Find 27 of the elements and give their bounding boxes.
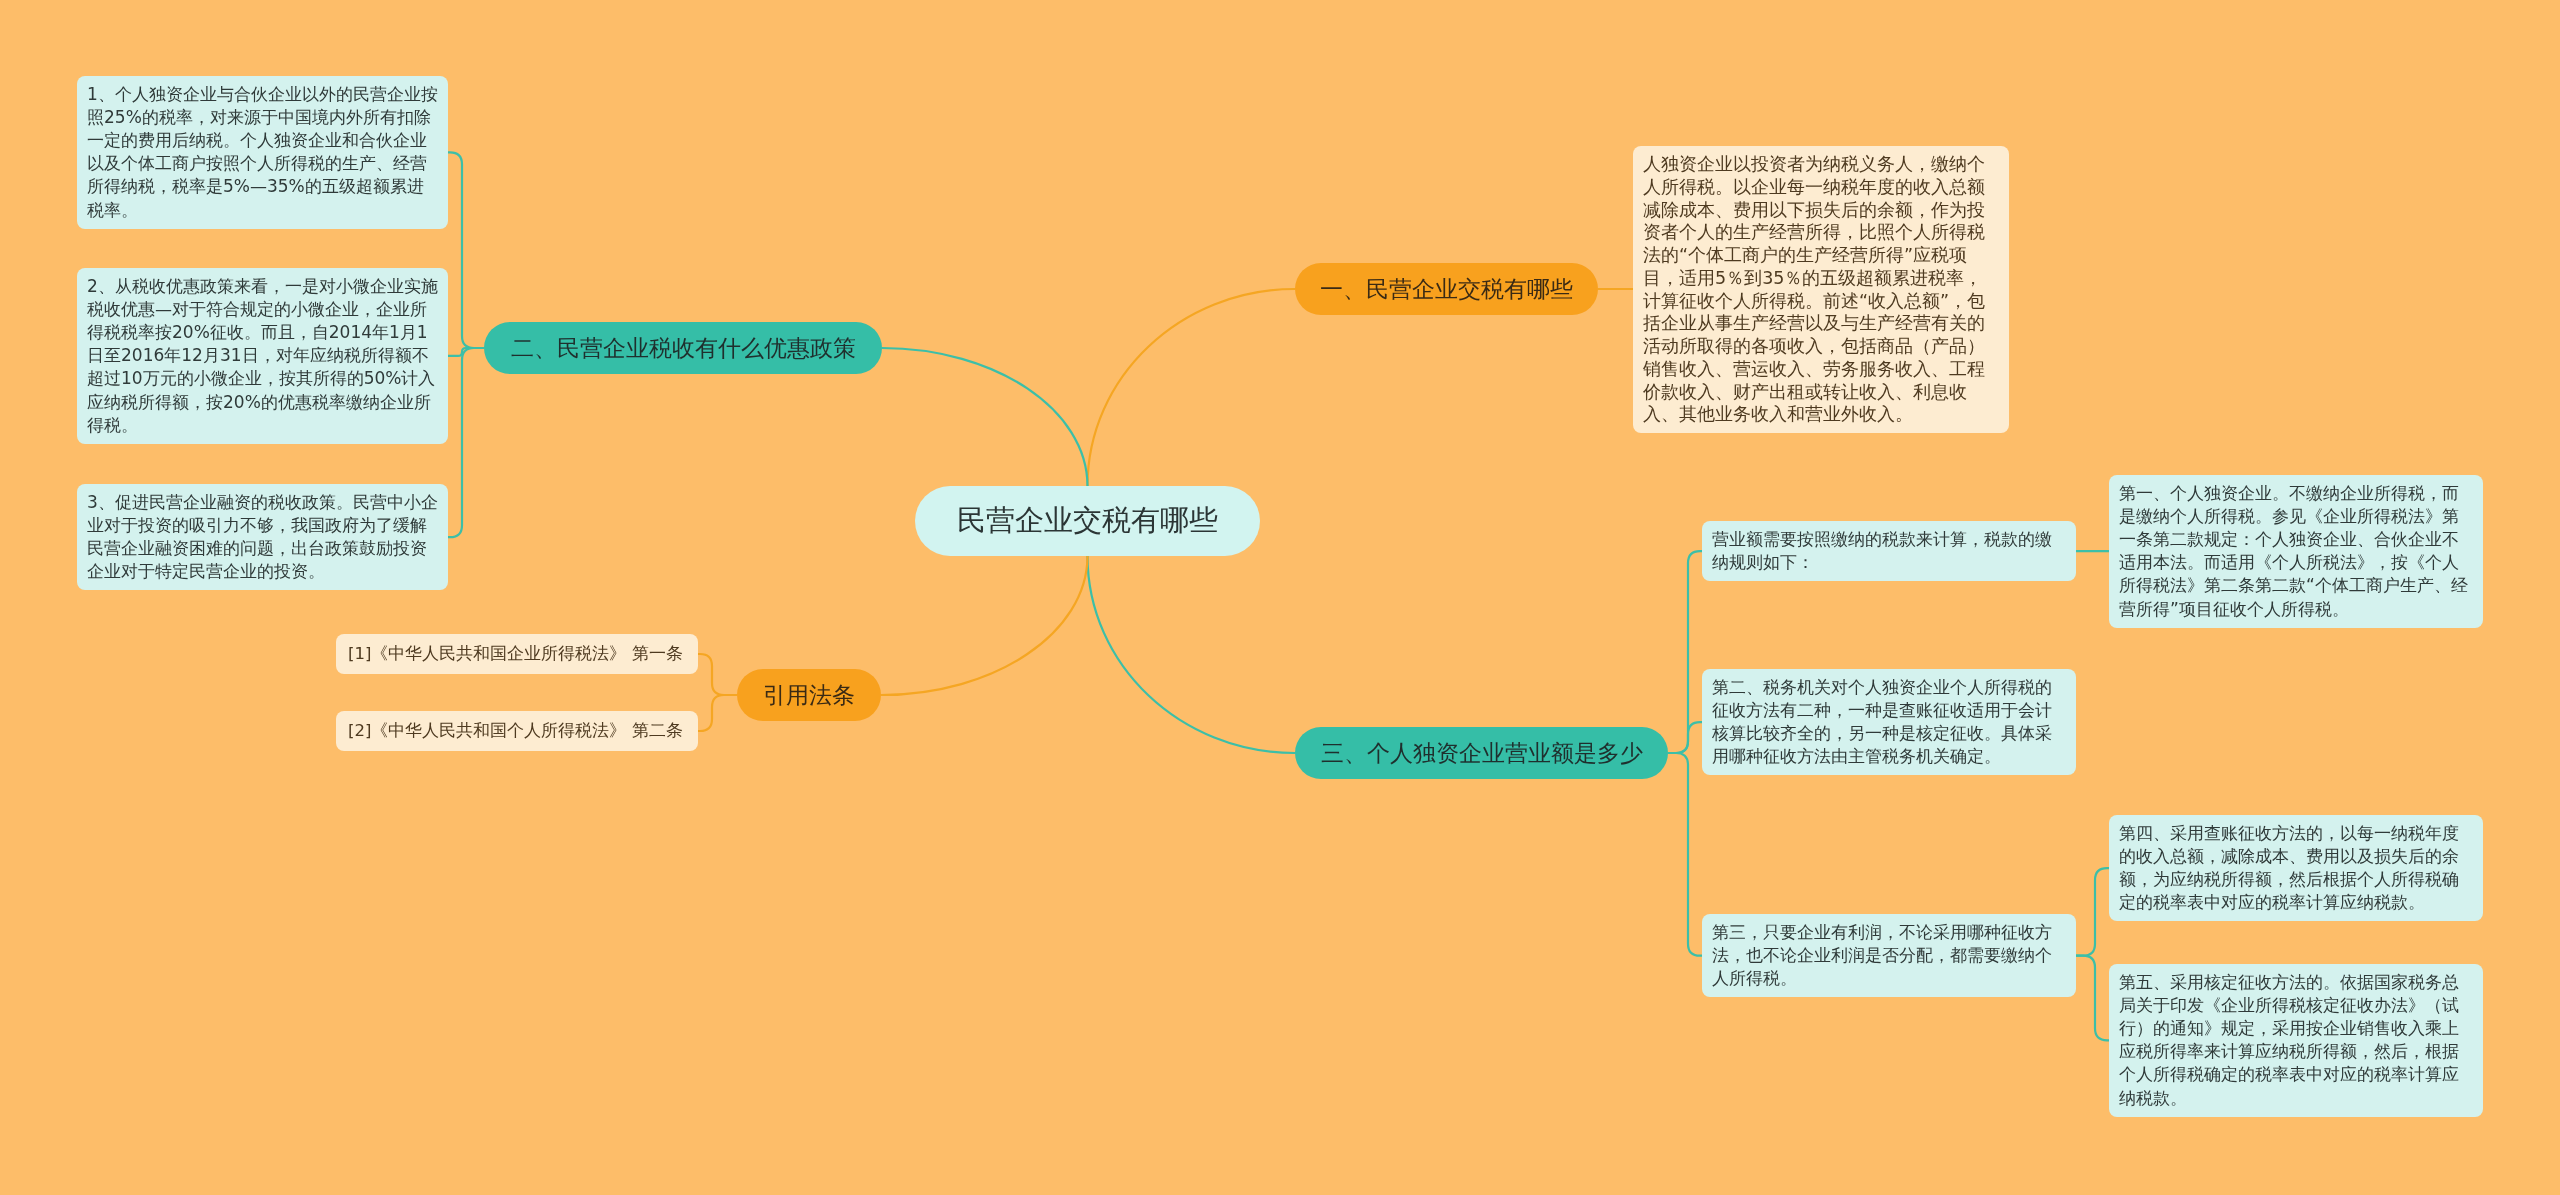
note-card: 2、从税收优惠政策来看，一是对小微企业实施税收优惠—对于符合规定的小微企业，企业所得税税率按20%征收。而且，自2014年1月1日至2016年12月31日，对年应纳税所得额不超过10万元的小微企业，按其所得的50%计入应纳税所得额，按20%的优惠税率缴纳企业所得税。 [77,268,448,444]
note-card: 第二、税务机关对个人独资企业个人所得税的征收方法有二种，一种是查账征收适用于会计核算比较齐全的，另一种是核定征收。具体采用哪种征收方法由主管税务机关确定。 [1702,669,2076,776]
branch-topic: 三、个人独资企业营业额是多少 [1295,727,1668,779]
note-card: 营业额需要按照缴纳的税款来计算，税款的缴纳规则如下： [1702,521,2076,582]
note-card: 1、个人独资企业与合伙企业以外的民营企业按照25%的税率，对来源于中国境内外所有扣除一定的费用后纳税。个人独资企业和合伙企业以及个体工商户按照个人所得税的生产、经营所得纳税，税率是5%—35%的五级超额累进税率。 [77,76,448,229]
connector-line [2076,550,2109,553]
connector-line [881,346,1089,487]
note-card: 第一、个人独资企业。不缴纳企业所得税，而是缴纳个人所得税。参见《企业所得税法》第一条第二款规定：个人独资企业、合伙企业不适用本法。而适用《个人所税法》，按《个人所得税法》第二条第二款“个体工商户生产、经营所得”项目征收个人所得税。 [2109,475,2483,628]
connector-line [2076,954,2109,1042]
citation-card: [2]《中华人民共和国个人所得税法》 第二条 [336,711,698,751]
note-card: 第四、采用查账征收方法的，以每一纳税年度的收入总额，减除成本、费用以及损失后的余额，为应纳税所得额，然后根据个人所得税确定的税率表中对应的税率计算应纳税款。 [2109,815,2483,922]
connector-line [698,693,737,733]
branch-topic: 一、民营企业交税有哪些 [1295,263,1598,315]
note-card: 第五、采用核定征收方法的。依据国家税务总局关于印发《企业所得税核定征收办法》（试行）的通知》规定，采用按企业销售收入乘上应税所得率来计算应纳税所得额，然后，根据个人所得税确定的税率表中对应的税率计算应纳税款。 [2109,964,2483,1117]
note-card: 3、促进民营企业融资的税收政策。民营中小企业对于投资的吸引力不够，我国政府为了缓解民营企业融资困难的问题，出台政策鼓励投资企业对于特定民营企业的投资。 [77,484,448,591]
connector-line [880,555,1089,697]
connector-line [1668,751,1702,957]
connector-line [1086,287,1296,487]
branch-topic: 引用法条 [737,669,881,721]
note-card: 人独资企业以投资者为纳税义务人，缴纳个人所得税。以企业每一纳税年度的收入总额减除成本、费用以下损失后的余额，作为投资者个人的生产经营所得，比照个人所得税法的“个体工商户的生产经营所得”应税项目，适用5％到35％的五级超额累进税率，计算征收个人所得税。前述“收入总额”，包括企业从事生产经营以及与生产经营有关的活动所取得的各项收入，包括商品（产品）销售收入、营运收入、劳务服务收入、工程价款收入、财产出租或转让收入、利息收入、其他业务收入和营业外收入。 [1633,146,2009,433]
central-topic: 民营企业交税有哪些 [915,486,1260,556]
citation-card: [1]《中华人民共和国企业所得税法》 第一条 [336,634,698,674]
branch-topic: 二、民营企业税收有什么优惠政策 [484,322,882,374]
note-card: 第三，只要企业有利润，不论采用哪种征收方法，也不论企业利润是否分配，都需要缴纳个人所得税。 [1702,914,2076,998]
connector-line [1598,287,1633,291]
connector-line [448,346,484,539]
connector-line [1086,555,1296,755]
